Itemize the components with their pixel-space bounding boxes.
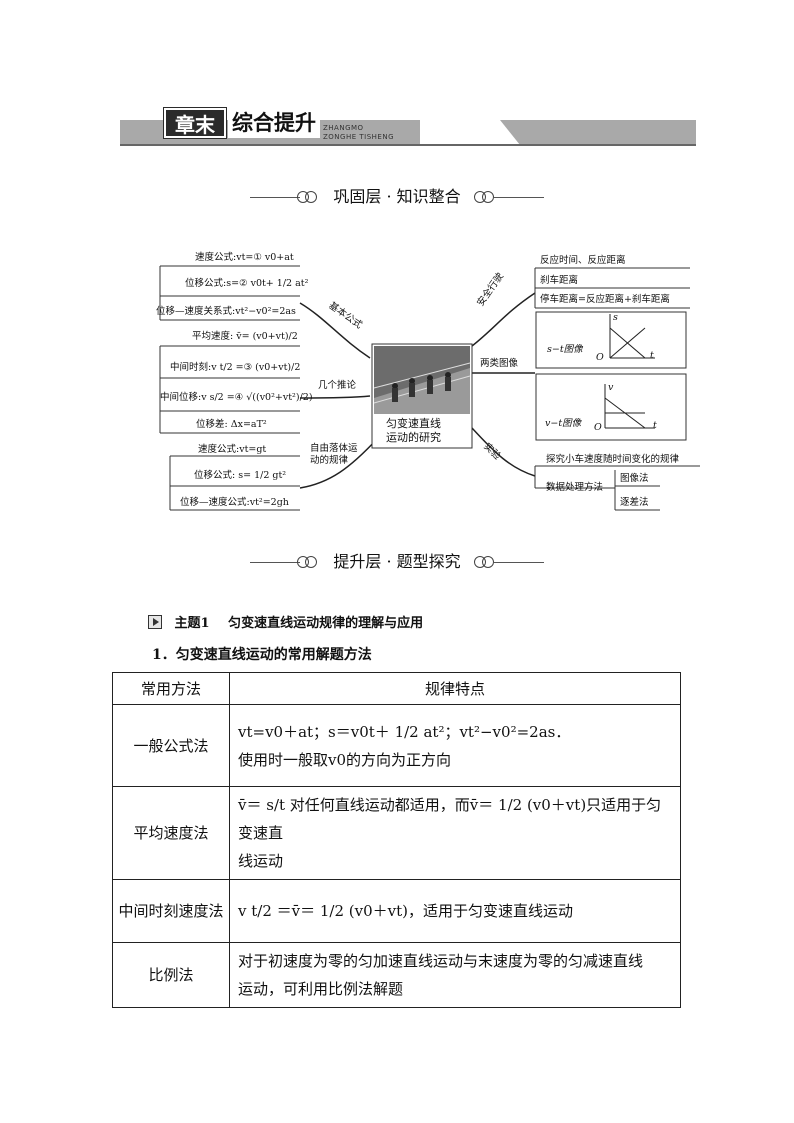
method-name: 中间时刻速度法	[112, 879, 230, 943]
method-line1: vt=v0＋at；s＝v0t＋ 1/2 at²；vt²−v0²=2as．	[238, 722, 571, 741]
banner-pinyin: ZHANGMO ZONGHE TISHENG	[323, 124, 394, 142]
graph-st-origin: O	[596, 352, 604, 363]
heading-rule-left	[250, 562, 300, 563]
graph-st-axis-t: t	[650, 350, 654, 361]
method-line1: 对于初速度为零的匀加速直线运动与末速度为零的匀减速直线	[238, 952, 644, 970]
method-line1: v t/2 ＝v̄＝ 1/2 (v0＋vt)，适用于匀变速直线运动	[238, 902, 574, 920]
inference-mid-displacement-speed: 中间位移:v s/2 =④ √((v0²+vt²)/2)	[160, 392, 313, 403]
branch-freefall-line1: 自由落体运	[310, 443, 358, 454]
method-name: 平均速度法	[112, 786, 230, 880]
play-triangle-icon	[148, 615, 162, 629]
graph-vt-origin: O	[594, 422, 602, 433]
section-heading-consolidation: 巩固层 · 知识整合	[0, 185, 794, 209]
safety-reaction: 反应时间、反应距离	[540, 255, 626, 266]
safety-braking: 刹车距离	[540, 275, 579, 286]
freefall-displacement-formula: 位移公式: s= 1/2 gt²	[194, 470, 287, 481]
center-title-line1: 匀变速直线	[386, 417, 441, 430]
basic-relation-formula: 位移—速度关系式:vt²−v0²=2as	[156, 306, 296, 317]
banner-underline	[120, 144, 696, 146]
topic-label: 主题1	[174, 616, 210, 631]
subheading: 1．匀变速直线运动的常用解题方法	[152, 647, 372, 663]
banner-tag-light: 综合提升	[228, 108, 320, 138]
mind-map-lines	[159, 265, 700, 511]
banner-tag-dark: 章末	[163, 107, 227, 139]
method-line1: v̄＝ s/t 对任何直线运动都适用，而v̄＝ 1/2 (v0＋vt)只适用于匀…	[238, 796, 662, 842]
heading-rule-right	[494, 562, 544, 563]
table-header: 规律特点	[229, 672, 681, 705]
experiment-diff-method: 逐差法	[620, 497, 649, 508]
table-header: 常用方法	[112, 672, 230, 705]
graph-vt-axis-t: t	[653, 420, 657, 431]
method-description: v̄＝ s/t 对任何直线运动都适用，而v̄＝ 1/2 (v0＋vt)只适用于匀…	[229, 786, 681, 880]
method-line2: 运动，可利用比例法解题	[238, 980, 404, 998]
method-line2: 线运动	[238, 852, 284, 870]
table-row: 平均速度法 v̄＝ s/t 对任何直线运动都适用，而v̄＝ 1/2 (v0＋vt…	[112, 786, 681, 880]
banner-pinyin-line1: ZHANGMO	[323, 124, 364, 132]
experiment-explore: 探究小车速度随时间变化的规律	[546, 454, 680, 465]
basic-speed-formula: 速度公式:vt=① v0+at	[195, 252, 294, 263]
topic-title: 匀变速直线运动规律的理解与应用	[228, 616, 424, 631]
section-title: 提升层 · 题型探究	[333, 552, 461, 571]
ring-icon	[482, 191, 494, 203]
method-line2: 使用时一般取v0的方向为正方向	[238, 750, 452, 769]
graph-vt-label: v−t图像	[545, 418, 582, 429]
branch-inferences: 几个推论	[318, 380, 357, 391]
experiment-processing: 数据处理方法	[546, 482, 604, 493]
banner-pinyin-line2: ZONGHE TISHENG	[323, 133, 395, 141]
experiment-graph-method: 图像法	[620, 473, 649, 484]
ring-icon	[305, 556, 317, 568]
ring-icon	[305, 191, 317, 203]
graph-st-label: s−t图像	[547, 344, 583, 355]
table-row: 中间时刻速度法 v t/2 ＝v̄＝ 1/2 (v0＋vt)，适用于匀变速直线运…	[112, 879, 681, 943]
inference-displacement-difference: 位移差: Δx=aT²	[196, 419, 267, 430]
branch-freefall-line2: 动的规律	[310, 455, 349, 466]
section-title: 巩固层 · 知识整合	[333, 187, 461, 206]
knowledge-mind-map: 速度公式:vt=① v0+at 位移公式:s=② v0t+ 1/2 at² 位移…	[150, 248, 710, 518]
graph-vt-axis-v: v	[608, 382, 614, 393]
safety-stopping: 停车距离=反应距离+刹车距离	[540, 294, 670, 305]
graph-st-axis-s: s	[613, 312, 618, 323]
inference-average-speed: 平均速度: v̄= (v0+vt)/2	[192, 331, 298, 342]
method-name: 一般公式法	[112, 704, 230, 787]
table-row: 一般公式法 vt=v0＋at；s＝v0t＋ 1/2 at²；vt²−v0²=2a…	[112, 704, 681, 787]
table-row: 比例法 对于初速度为零的匀加速直线运动与末速度为零的匀减速直线 运动，可利用比例…	[112, 942, 681, 1008]
ring-icon	[482, 556, 494, 568]
topic-heading: 主题1 匀变速直线运动规律的理解与应用	[148, 612, 423, 631]
section-heading-exploration: 提升层 · 题型探究	[0, 550, 794, 574]
method-description: 对于初速度为零的匀加速直线运动与末速度为零的匀减速直线 运动，可利用比例法解题	[229, 942, 681, 1008]
heading-rule-right	[494, 197, 544, 198]
basic-displacement-formula: 位移公式:s=② v0t+ 1/2 at²	[185, 278, 309, 289]
freefall-relation-formula: 位移—速度公式:vt²=2gh	[180, 497, 289, 508]
freefall-speed-formula: 速度公式:vt=gt	[198, 444, 267, 455]
chapter-banner: 章末 综合提升 ZHANGMO ZONGHE TISHENG	[120, 107, 696, 146]
methods-table: 常用方法 规律特点 一般公式法 vt=v0＋at；s＝v0t＋ 1/2 at²；…	[112, 672, 681, 1008]
method-description: vt=v0＋at；s＝v0t＋ 1/2 at²；vt²−v0²=2as． 使用时…	[229, 704, 681, 787]
branch-two-graphs: 两类图像	[480, 358, 519, 369]
table-header-row: 常用方法 规律特点	[112, 672, 681, 705]
method-name: 比例法	[112, 942, 230, 1008]
method-description: v t/2 ＝v̄＝ 1/2 (v0＋vt)，适用于匀变速直线运动	[229, 879, 681, 943]
heading-rule-left	[250, 197, 300, 198]
inference-mid-time-speed: 中间时刻:v t/2 =③ (v0+vt)/2	[170, 362, 301, 373]
center-title-line2: 运动的研究	[386, 431, 441, 444]
